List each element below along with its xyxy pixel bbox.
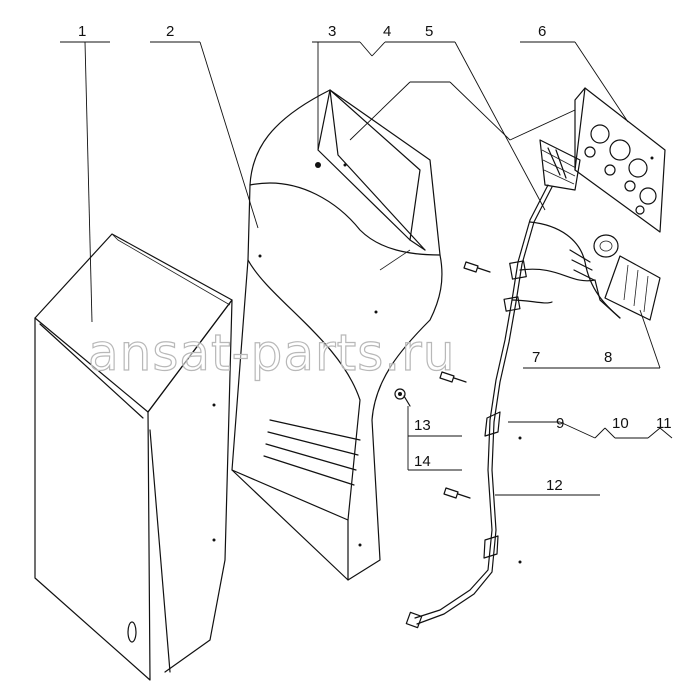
bolts-and-washers — [394, 261, 522, 564]
callout-6: 6 — [538, 23, 546, 40]
callout-4: 4 — [383, 23, 391, 40]
watermark-text: ansat-parts.ru — [88, 324, 455, 382]
callout-10: 10 — [612, 415, 629, 432]
callout-5: 5 — [425, 23, 433, 40]
part-6-gauge-panel — [574, 87, 666, 233]
callout-labels: 1 2 3 4 5 6 7 8 9 10 11 12 13 14 — [78, 23, 672, 494]
callout-3: 3 — [328, 23, 336, 40]
callout-11: 11 — [656, 415, 672, 432]
part-7-8-switch-block — [569, 234, 661, 321]
part-3-4-panel-window — [315, 89, 426, 251]
callout-2: 2 — [166, 23, 174, 40]
callout-9: 9 — [556, 415, 564, 432]
callout-8: 8 — [604, 349, 612, 366]
part-12-wire-harness — [405, 184, 621, 629]
part-5-lamp-head — [539, 139, 581, 191]
callout-14: 14 — [414, 453, 431, 470]
callout-1: 1 — [78, 23, 86, 40]
part-2-housing — [231, 89, 443, 581]
callout-7: 7 — [532, 349, 540, 366]
callout-12: 12 — [546, 477, 563, 494]
leader-lines — [60, 41, 673, 496]
part-1-cover — [34, 233, 233, 681]
callout-13: 13 — [414, 417, 431, 434]
